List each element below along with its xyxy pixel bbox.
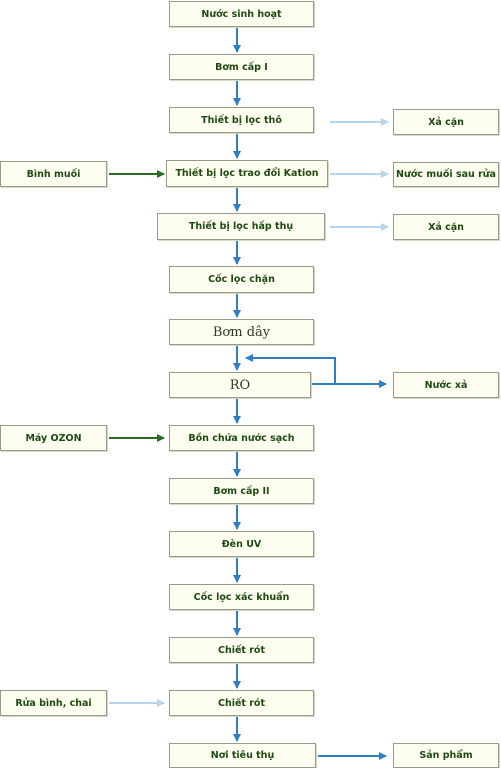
input-arrows <box>109 170 165 707</box>
node-filling-1: Chiết rót <box>169 637 314 663</box>
node-bacteria-filter-cup: Cốc lọc xác khuẩn <box>169 584 314 610</box>
node-adsorption-filter: Thiết bị lọc hấp thụ <box>157 213 325 240</box>
input-salt-tank: Bình muối <box>0 161 107 187</box>
node-pump-2: Bơm cấp II <box>169 478 314 504</box>
node-cation-exchange-filter: Thiết bị lọc trao đổi Kation <box>166 160 328 187</box>
node-pump-1: Bơm cấp I <box>169 54 314 80</box>
arrow-ro-recirculate <box>245 354 336 384</box>
input-ozone-machine: Máy OZON <box>0 425 107 451</box>
output-sludge-1: Xả cặn <box>393 109 499 135</box>
node-clean-water-tank: Bồn chứa nước sạch <box>169 425 314 451</box>
node-consumption-point: Nơi tiêu thụ <box>169 743 316 768</box>
node-ro: RO <box>169 372 311 398</box>
ro-loop-arrows <box>245 354 387 760</box>
side-output-arrows <box>330 118 389 231</box>
node-coarse-filter: Thiết bị lọc thô <box>169 107 314 133</box>
input-bottle-washing: Rửa bình, chai <box>0 690 107 716</box>
output-sludge-2: Xả cặn <box>393 214 499 240</box>
node-water-supply: Nước sinh hoạt <box>169 1 314 27</box>
output-brine-after-rinse: Nước muối sau rửa <box>393 162 499 187</box>
node-pump-line: Bơm dây <box>169 319 314 345</box>
node-uv-lamp: Đèn UV <box>169 531 314 557</box>
node-block-filter-cup: Cốc lọc chặn <box>169 266 314 293</box>
node-filling-2: Chiết rót <box>169 690 314 716</box>
output-product: Sản phẩm <box>393 743 499 768</box>
output-waste-water: Nước xả <box>393 372 499 398</box>
